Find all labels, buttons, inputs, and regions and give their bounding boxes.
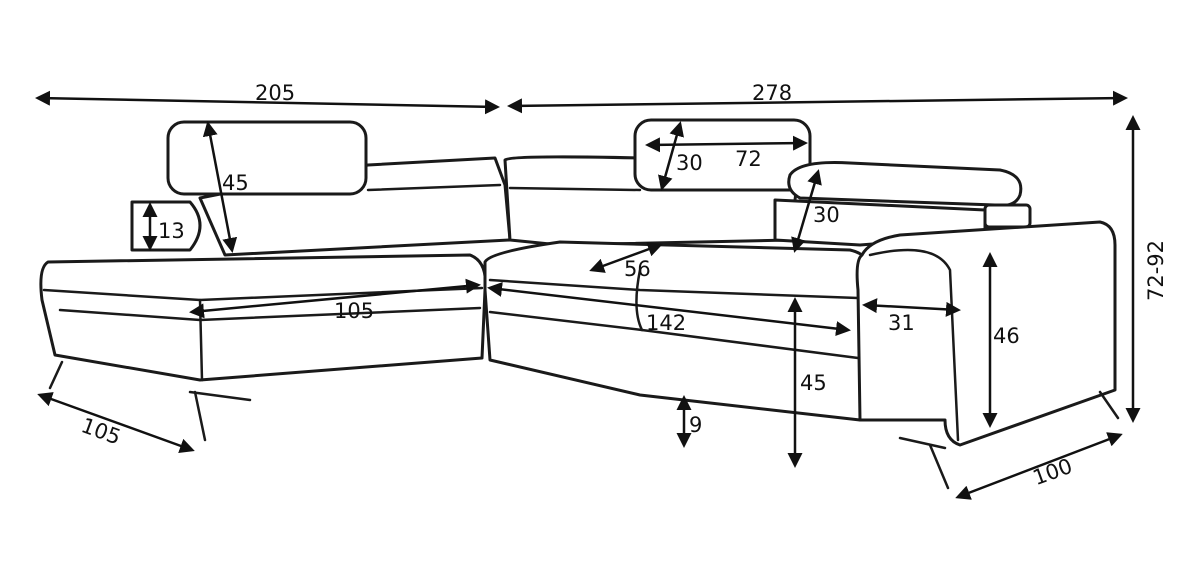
label-left-seat-width: 105 (334, 299, 374, 323)
sofa-leg (1098, 390, 1120, 420)
left-backrest (198, 156, 512, 257)
label-left-width: 205 (255, 81, 295, 105)
label-left-armrest-height: 13 (158, 219, 185, 243)
label-right-headrest-height: 30 (813, 203, 840, 227)
label-middle-headrest-height: 30 (676, 151, 703, 175)
sofa-leg (928, 443, 950, 490)
right-headrest (787, 161, 1023, 207)
label-seat-depth: 56 (624, 257, 651, 281)
sofa-drawing (39, 118, 1120, 490)
label-seat-height: 45 (800, 371, 827, 395)
label-left-headrest-height: 45 (222, 171, 249, 195)
label-right-seat-width: 142 (646, 311, 686, 335)
label-left-depth: 105 (78, 413, 124, 449)
label-right-depth: 100 (1030, 454, 1076, 490)
dimension-arrows (35, 90, 1141, 500)
label-total-height: 72-92 (1144, 240, 1168, 301)
dimension-labels: 205 278 45 13 30 72 30 56 105 142 31 46 … (78, 81, 1168, 490)
middle-headrest (633, 118, 812, 192)
label-armrest-width: 31 (888, 311, 915, 335)
label-right-width: 278 (752, 81, 792, 105)
sofa-leg (193, 390, 207, 442)
label-armrest-height: 46 (993, 324, 1020, 348)
label-leg-height: 9 (689, 413, 702, 437)
left-headrest (166, 120, 368, 196)
label-middle-headrest-width: 72 (735, 147, 762, 171)
sofa-leg (48, 360, 64, 390)
